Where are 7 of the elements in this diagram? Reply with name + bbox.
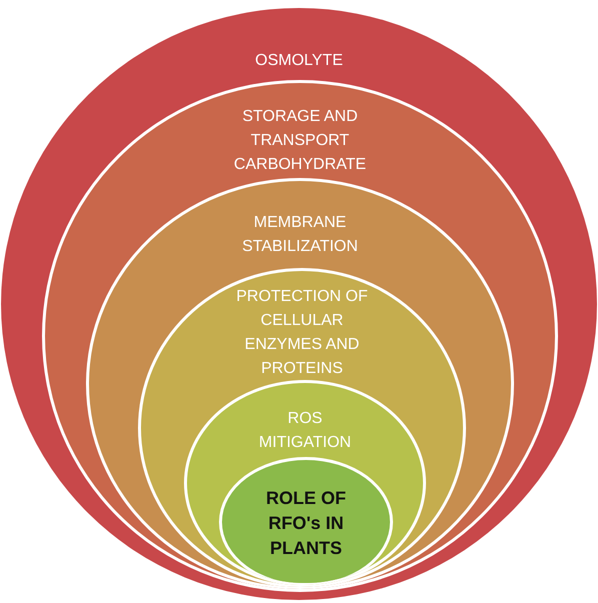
nested-ellipse xyxy=(219,457,393,583)
ellipse-label: ROLE OF RFO's IN PLANTS xyxy=(265,487,347,560)
ellipse-label: ROS MITIGATION xyxy=(258,409,352,453)
ellipse-label: STORAGE AND TRANSPORT CARBOHYDRATE xyxy=(232,107,368,175)
ellipse-label: PROTECTION OF CELLULAR ENZYMES AND PROTEINS xyxy=(235,287,369,379)
ellipse-label: MEMBRANE STABILIZATION xyxy=(241,213,359,257)
ellipse-label: OSMOLYTE xyxy=(254,51,344,71)
